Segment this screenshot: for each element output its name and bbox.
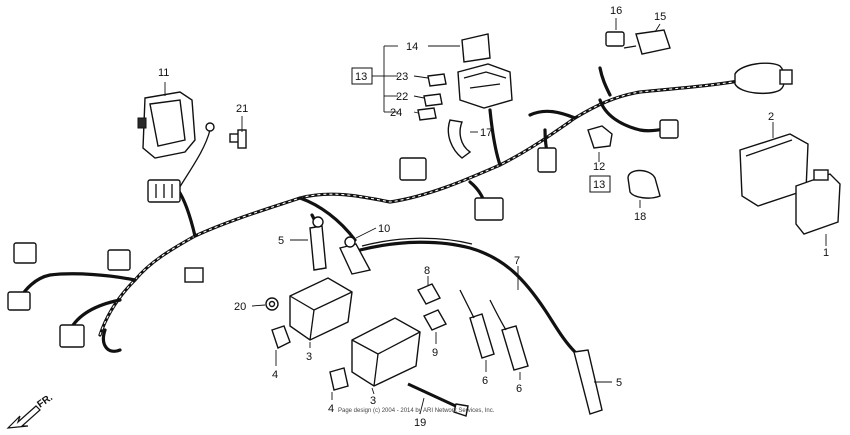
callout-9: 9 [432, 347, 438, 359]
clamp-18 [627, 169, 661, 199]
connector-13-right [659, 119, 679, 139]
plug-cap-8 [417, 283, 441, 305]
callout-14: 14 [406, 41, 418, 53]
fuse-box [457, 63, 513, 109]
clip-16 [605, 31, 625, 47]
copyright-text: Page design (c) 2004 - 2014 by ARI Netwo… [338, 408, 495, 414]
callout-box-13-left [351, 67, 373, 85]
fuse-box-cover-14 [461, 33, 491, 63]
callout-21: 21 [236, 103, 248, 115]
plug-cap-6-right [489, 299, 529, 371]
relay-15 [623, 29, 671, 55]
fuse-23 [427, 73, 447, 87]
callout-4-upper: 4 [272, 369, 278, 381]
callout-17: 17 [480, 127, 492, 139]
fuse-24 [417, 107, 437, 121]
callout-4-lower: 4 [328, 403, 334, 415]
callout-7: 7 [514, 255, 520, 267]
callout-labels: 11 21 14 13 23 22 24 17 16 15 2 1 12 13 … [158, 5, 829, 429]
callout-24: 24 [390, 107, 402, 119]
callout-box-13-right [589, 175, 611, 193]
callout-2: 2 [768, 111, 774, 123]
bolt-21 [205, 122, 247, 149]
callout-5-right: 5 [616, 377, 622, 389]
fuse-22 [423, 93, 443, 107]
plug-cap-6-left [459, 289, 495, 359]
callout-22: 22 [396, 91, 408, 103]
callout-20: 20 [234, 301, 246, 313]
plug-cap-5-left [309, 216, 327, 271]
callout-8: 8 [424, 265, 430, 277]
callout-11: 11 [158, 67, 169, 79]
nut-20 [265, 297, 279, 311]
callout-6-right: 6 [516, 383, 522, 395]
callout-1: 1 [823, 247, 829, 259]
collar-4-upper [271, 325, 291, 349]
callout-3-lower: 3 [370, 395, 376, 407]
coupler [399, 157, 427, 181]
callout-23: 23 [396, 71, 408, 83]
callout-18: 18 [634, 211, 646, 223]
callout-16: 16 [610, 5, 622, 17]
callout-19: 19 [414, 417, 426, 429]
leader-lines [164, 18, 827, 415]
connector-block [147, 179, 181, 203]
callout-13-left: 13 [355, 71, 367, 83]
plug-cap-5-right [573, 349, 603, 415]
left-connectors [7, 242, 204, 348]
callout-5-left: 5 [278, 235, 284, 247]
resistor [734, 62, 793, 95]
bolt-19 [407, 382, 469, 417]
control-unit-11 [137, 91, 196, 159]
callout-3-upper: 3 [306, 351, 312, 363]
ignition-coil-3-upper [289, 277, 353, 341]
ignition-coil-3-lower [351, 317, 421, 387]
front-direction-arrow: FR. [6, 392, 55, 429]
band-17 [447, 119, 472, 159]
callout-10: 10 [378, 223, 390, 235]
callout-15: 15 [654, 11, 666, 23]
callout-13-right: 13 [593, 179, 605, 191]
plug-cap-10 [339, 236, 372, 275]
relay-12 [587, 125, 613, 149]
callout-6-left: 6 [482, 375, 488, 387]
collar-4-lower [329, 367, 349, 391]
main-wire-harness [18, 66, 747, 354]
callout-12: 12 [593, 161, 605, 173]
harness-connector [474, 147, 557, 221]
module-2 [739, 133, 809, 207]
plug-cap-9 [423, 309, 447, 331]
module-1 [795, 169, 841, 235]
